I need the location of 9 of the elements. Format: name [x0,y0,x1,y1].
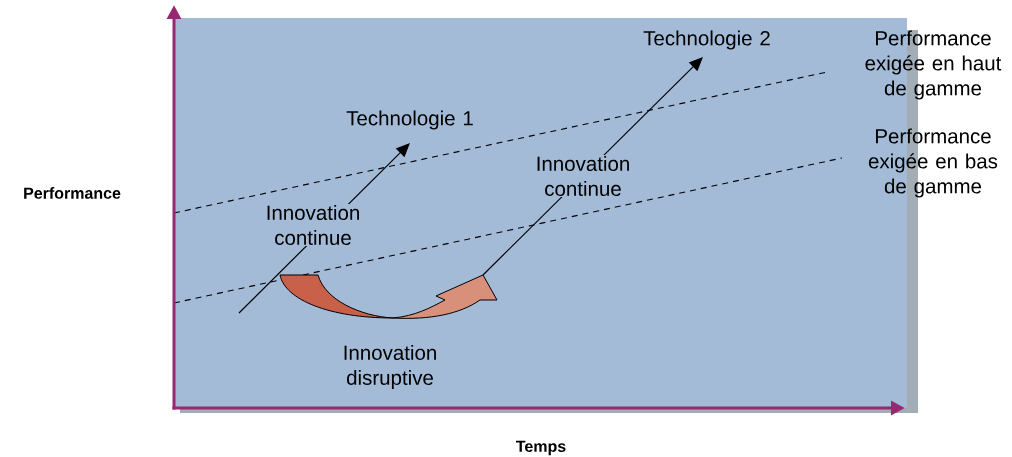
annotation-text: Performance exigée en bas de gamme [868,128,998,198]
annotation-text: Technologie 2 [643,30,770,50]
annotation-text: Innovation continue [257,203,369,246]
axis-label: Temps [516,440,566,456]
axis-label: Performance [24,187,121,199]
annotation-text: Technologie 1 [346,110,473,130]
annotation-text: Innovation disruptive [344,344,436,390]
annotation-text: Innovation continue [527,154,639,197]
annotation-text: Performance exigée en haut de gamme [865,30,1002,100]
